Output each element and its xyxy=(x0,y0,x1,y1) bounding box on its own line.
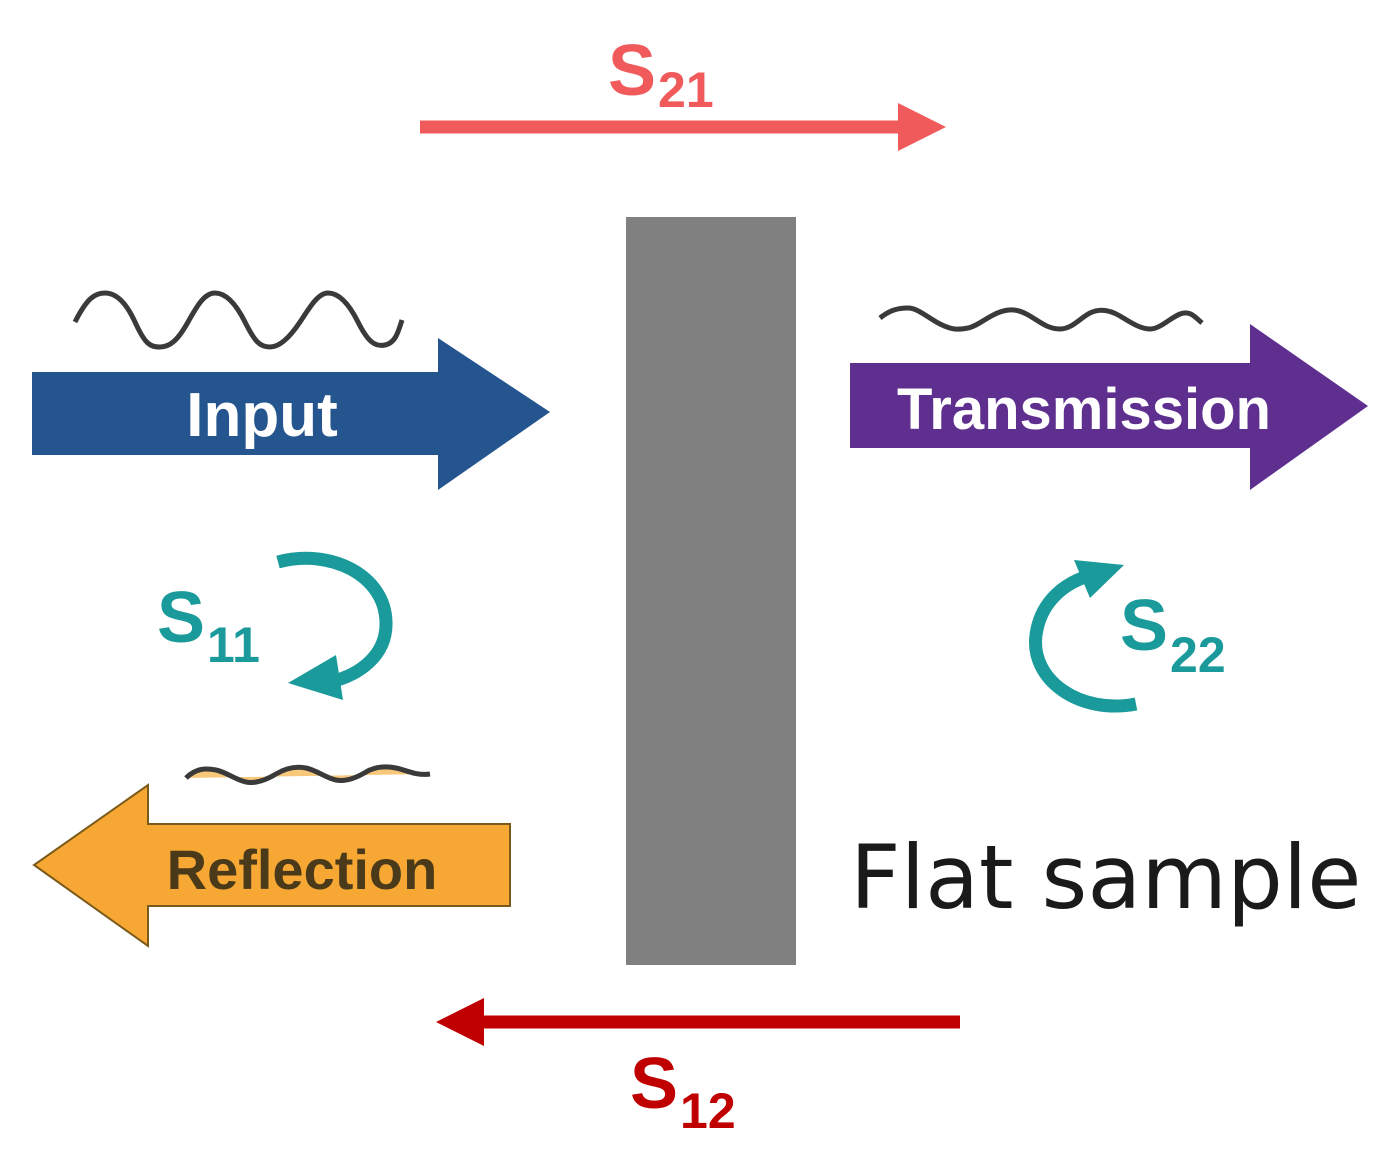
s12-label: S12 xyxy=(630,1044,736,1139)
s21-label: S21 xyxy=(608,31,714,118)
s22-label: S22 xyxy=(1120,586,1226,683)
flat-sample-label: Flat sample xyxy=(850,826,1361,929)
transmission-arrow xyxy=(850,324,1368,490)
s11-label: S11 xyxy=(157,578,260,673)
s21-arrow xyxy=(420,103,946,151)
input-arrow xyxy=(32,338,550,490)
reflection-wave xyxy=(184,764,431,785)
input-wave xyxy=(72,290,405,350)
s22-loop-arrow xyxy=(1029,560,1138,713)
transmission-label: Transmission xyxy=(897,377,1271,442)
input-label: Input xyxy=(186,381,338,450)
transmission-wave xyxy=(878,305,1204,332)
reflection-label: Reflection xyxy=(167,838,438,901)
reflection-arrow xyxy=(32,783,511,948)
s12-arrow xyxy=(436,998,960,1046)
s11-loop-arrow xyxy=(276,551,393,700)
flat-sample-slab xyxy=(626,217,796,965)
